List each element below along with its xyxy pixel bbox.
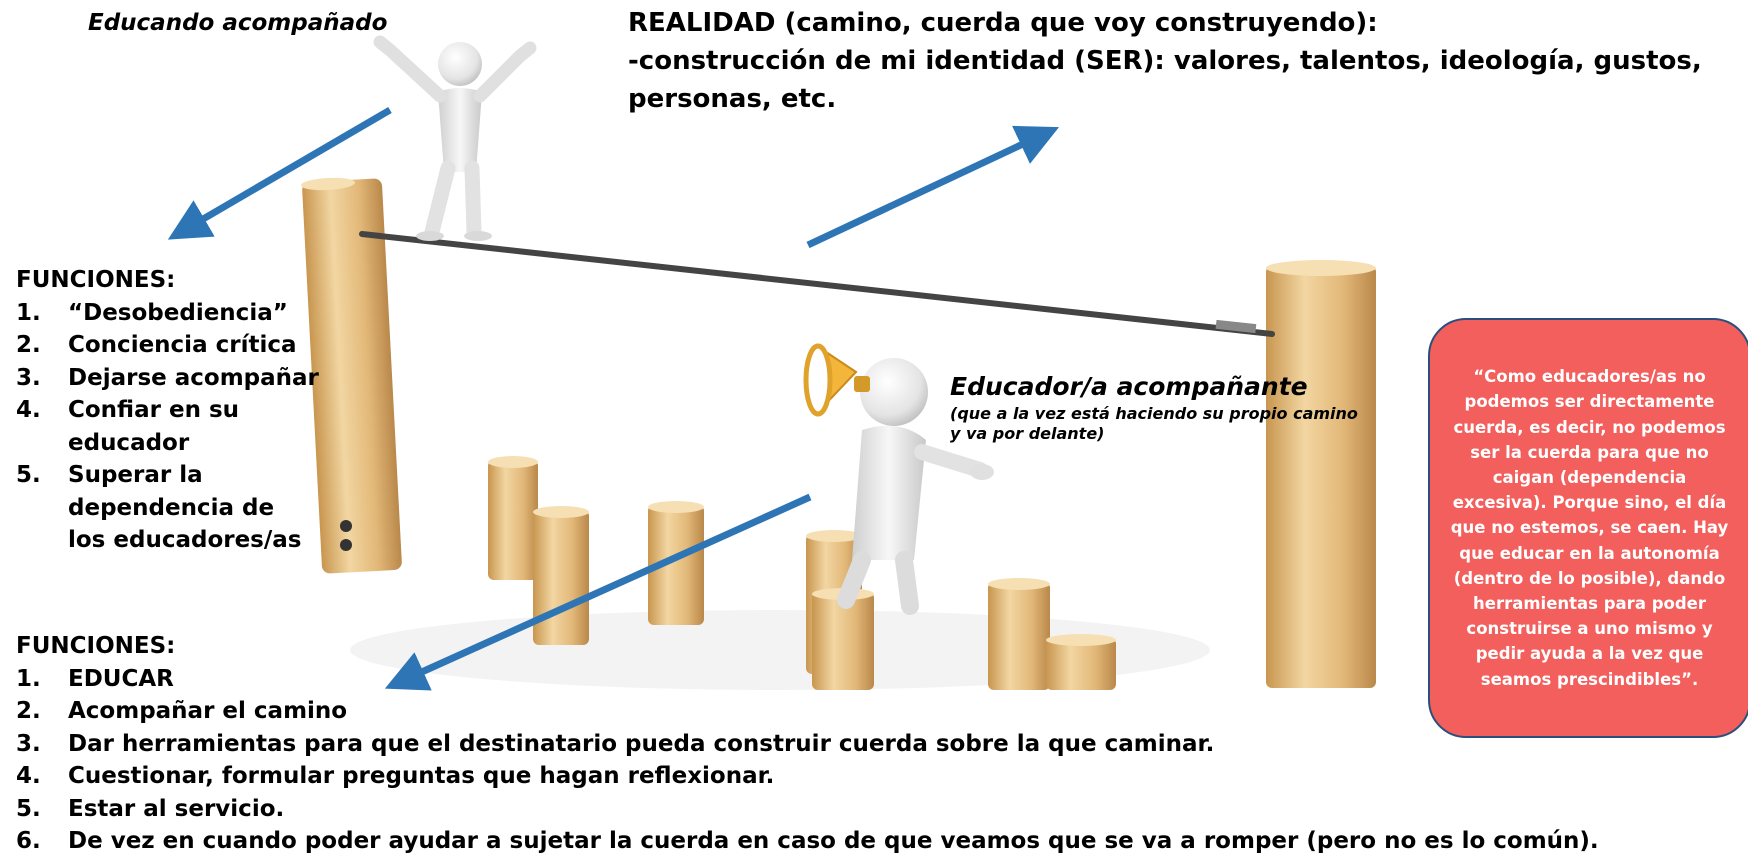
educando-label: Educando acompañado: [88, 10, 388, 36]
realidad-line-2: -construcción de mi identidad (SER): val…: [628, 46, 1702, 76]
quote-text: “Como educadores/as no podemos ser direc…: [1450, 367, 1729, 689]
left-post: [300, 177, 402, 574]
arrow-educando: [167, 106, 392, 240]
list-item: 5.Estar al servicio.: [16, 795, 285, 822]
realidad-line-1: REALIDAD (camino, cuerda que voy constru…: [628, 8, 1378, 38]
list-item: 2.Conciencia crítica: [16, 332, 297, 358]
rope: [359, 231, 1275, 337]
funciones-educador-title: FUNCIONES:: [16, 633, 176, 659]
list-item: 1.“Desobediencia”: [16, 299, 288, 326]
list-item: 1.EDUCAR: [16, 665, 174, 692]
list-item: 5.Superar la dependencia de los educador…: [16, 462, 302, 553]
stumps: [488, 456, 1116, 690]
educador-figure: [803, 343, 994, 615]
list-item: 4.Confiar en su educador: [16, 397, 240, 456]
list-item: 3.Dejarse acompañar: [16, 364, 319, 391]
list-item: 4.Cuestionar, formular preguntas que hag…: [16, 763, 775, 789]
educando-figure: [373, 35, 537, 241]
list-item: 6.De vez en cuando poder ayudar a sujeta…: [16, 828, 1599, 854]
educador-label: Educador/a acompañante: [950, 372, 1308, 401]
realidad-text: REALIDAD (camino, cuerda que voy constru…: [628, 4, 1728, 118]
list-item: 3.Dar herramientas para que el destinata…: [16, 730, 1215, 757]
funciones-educando: FUNCIONES: 1.“Desobediencia” 2.Concienci…: [16, 264, 336, 557]
funciones-educando-list: 1.“Desobediencia” 2.Conciencia crítica 3…: [16, 297, 336, 557]
arrow-educador: [384, 493, 812, 691]
arrow-realidad: [806, 125, 1060, 249]
funciones-educando-title: FUNCIONES:: [16, 267, 176, 293]
list-item: 2.Acompañar el camino: [16, 698, 348, 724]
funciones-educador-list: 1.EDUCAR 2.Acompañar el camino 3.Dar her…: [16, 663, 1616, 858]
quote-callout: “Como educadores/as no podemos ser direc…: [1428, 318, 1748, 738]
funciones-educador: FUNCIONES: 1.EDUCAR 2.Acompañar el camin…: [16, 630, 1616, 858]
realidad-line-3: personas, etc.: [628, 84, 837, 114]
arrows: [167, 106, 1060, 691]
educador-sublabel: (que a la vez está haciendo su propio ca…: [950, 404, 1358, 443]
right-post: [1266, 260, 1376, 688]
